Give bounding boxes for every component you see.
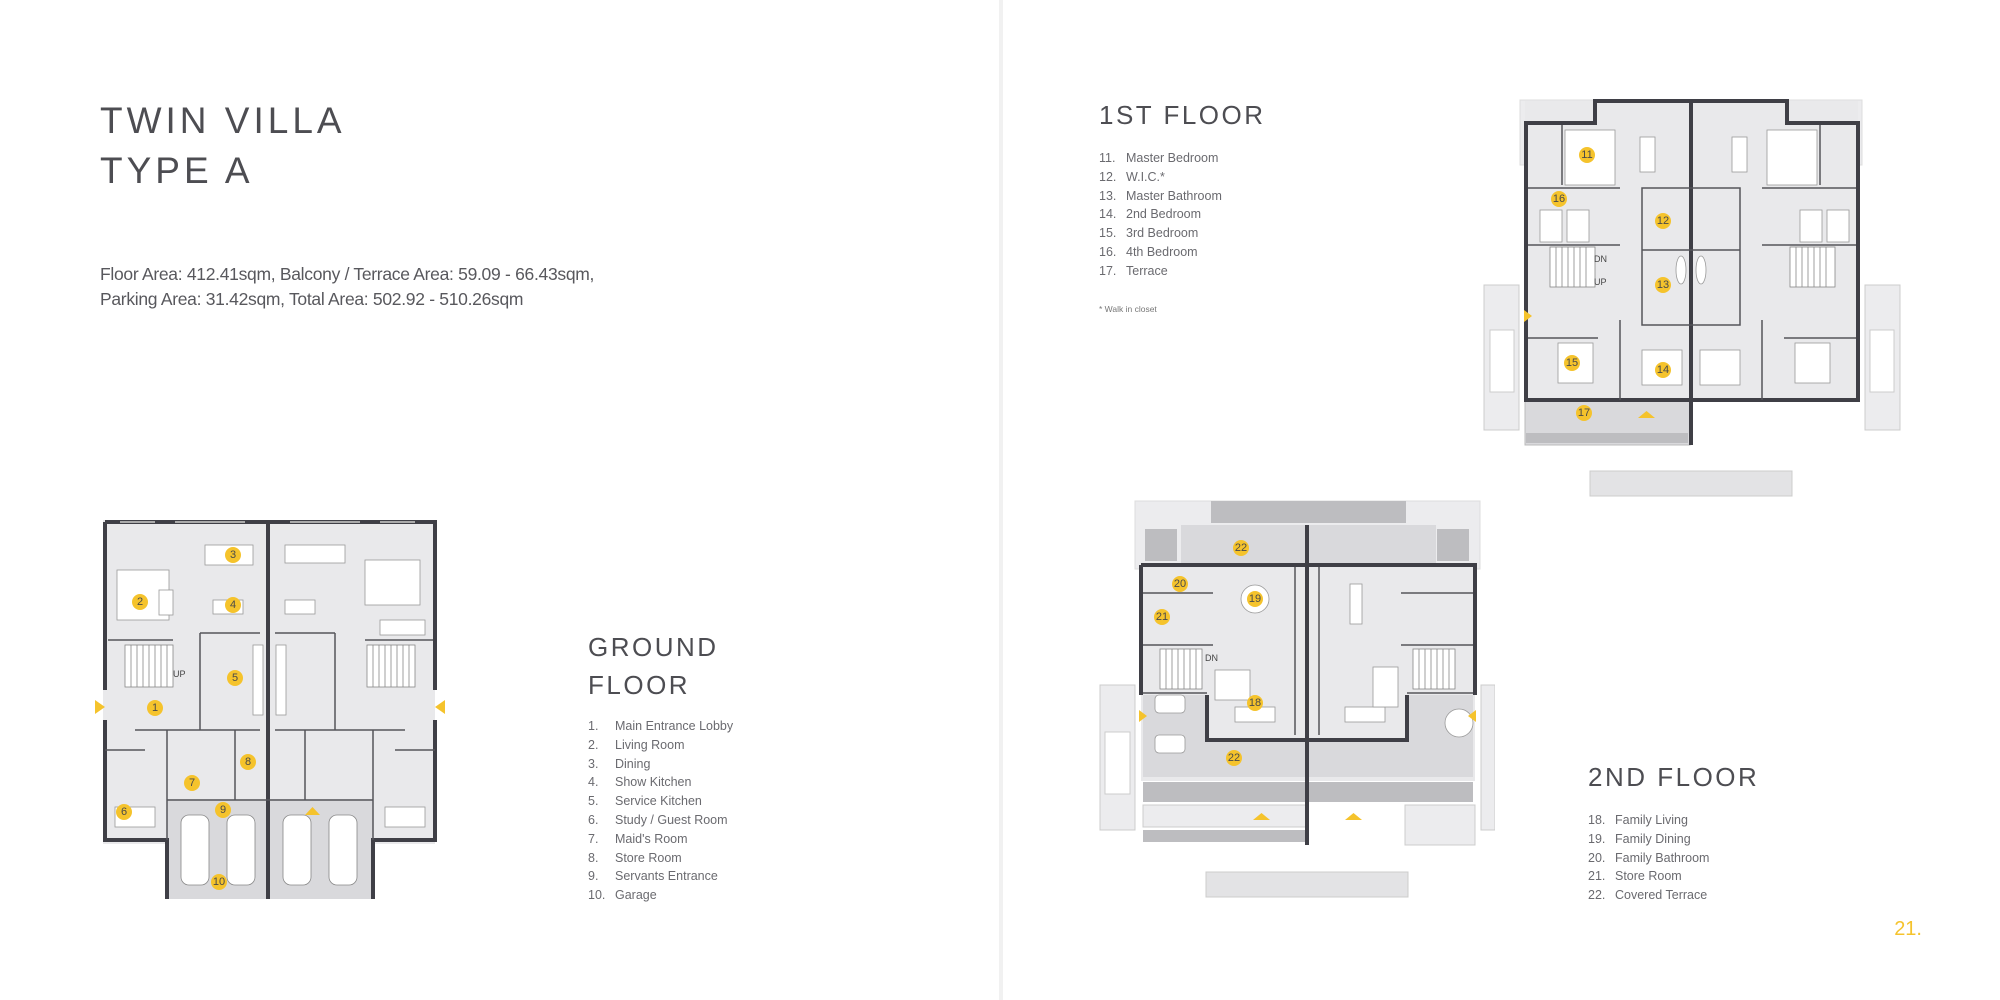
entrance-arrow-icon bbox=[1468, 710, 1476, 722]
svg-text:12: 12 bbox=[1657, 215, 1669, 227]
svg-text:20: 20 bbox=[1174, 578, 1186, 590]
legend-item: 11.Master Bedroom bbox=[1099, 151, 1219, 165]
area-summary: Floor Area: 412.41sqm, Balcony / Terrace… bbox=[100, 262, 594, 312]
legend-item: 17.Terrace bbox=[1099, 263, 1168, 278]
svg-text:7: 7 bbox=[189, 777, 195, 789]
stair-down-label: DN bbox=[1594, 254, 1607, 264]
legend-item: 19.Family Dining bbox=[1588, 831, 1691, 846]
legend-item: 15.3rd Bedroom bbox=[1099, 226, 1199, 241]
first-floor-legend: 11.Master Bedroom 12.W.I.C.* 13.Master B… bbox=[1099, 149, 1222, 281]
title-line-1: TWIN VILLA bbox=[100, 100, 346, 141]
area-line-2: Parking Area: 31.42sqm, Total Area: 502.… bbox=[100, 289, 524, 309]
terrace-arrow-icon bbox=[1638, 411, 1655, 418]
svg-text:15: 15 bbox=[1566, 357, 1578, 369]
room-badges: 22 20 19 21 18 22 bbox=[1154, 540, 1263, 766]
svg-text:1: 1 bbox=[152, 702, 158, 714]
svg-text:10: 10 bbox=[213, 876, 225, 888]
legend-item: 1.Main Entrance Lobby bbox=[588, 719, 734, 733]
left-page: TWIN VILLA TYPE A Floor Area: 412.41sqm,… bbox=[95, 96, 734, 905]
legend-item: 8.Store Room bbox=[588, 850, 682, 865]
second-floor-legend: 18.Family Living 19.Family Dining 20.Fam… bbox=[1588, 811, 1709, 905]
svg-text:18: 18 bbox=[1249, 697, 1261, 709]
legend-item: 18.Family Living bbox=[1588, 813, 1688, 827]
ground-floor-plan: UP bbox=[95, 515, 445, 905]
room-badges: 3 2 4 5 1 8 7 6 9 10 bbox=[116, 547, 256, 890]
svg-text:8: 8 bbox=[245, 756, 251, 768]
page-spine bbox=[999, 0, 1003, 1000]
legend-item: 14.2nd Bedroom bbox=[1099, 207, 1202, 222]
legend-item: 12.W.I.C.* bbox=[1099, 169, 1165, 184]
right-page: 1ST FLOOR 11.Master Bedroom 12.W.I.C.* 1… bbox=[1003, 0, 2000, 1000]
first-floor-plan: DN UP 11 16 bbox=[1480, 95, 1910, 505]
room-badges: 11 16 12 13 15 14 17 bbox=[1551, 147, 1671, 421]
second-floor-plan: DN 22 20 19 21 bbox=[1095, 495, 1495, 905]
legend-item: 5.Service Kitchen bbox=[588, 794, 702, 809]
legend-item: 9.Servants Entrance bbox=[588, 869, 718, 884]
stair-up-label: UP bbox=[1594, 277, 1607, 287]
svg-text:22: 22 bbox=[1228, 752, 1240, 764]
legend-item: 2.Living Room bbox=[588, 737, 685, 752]
svg-text:17: 17 bbox=[1578, 407, 1590, 419]
legend-item: 4.Show Kitchen bbox=[588, 775, 692, 790]
legend-item: 13.Master Bathroom bbox=[1099, 188, 1222, 203]
legend-item: 7.Maid's Room bbox=[588, 831, 688, 846]
page-title: TWIN VILLA TYPE A bbox=[100, 96, 346, 196]
svg-text:22: 22 bbox=[1235, 542, 1247, 554]
first-floor-footnote: * Walk in closet bbox=[1099, 304, 1157, 314]
ground-floor-drawing: UP bbox=[95, 520, 445, 899]
legend-item: 16.4th Bedroom bbox=[1099, 244, 1198, 259]
page-number: 21. bbox=[1894, 918, 1922, 940]
svg-text:13: 13 bbox=[1657, 279, 1669, 291]
first-floor-drawing: DN UP 11 16 bbox=[1483, 99, 1901, 497]
legend-item: 10.Garage bbox=[588, 888, 657, 903]
svg-text:21: 21 bbox=[1156, 611, 1168, 623]
area-line-1: Floor Area: 412.41sqm, Balcony / Terrace… bbox=[100, 264, 595, 284]
ground-floor-title: GROUND FLOOR bbox=[588, 632, 719, 700]
entrance-arrow-icon bbox=[435, 700, 445, 714]
svg-text:2: 2 bbox=[137, 596, 143, 608]
entrance-arrow-icon bbox=[1524, 310, 1532, 322]
svg-text:3: 3 bbox=[230, 549, 236, 561]
legend-item: 21.Store Room bbox=[1588, 869, 1682, 884]
legend-item: 22.Covered Terrace bbox=[1588, 888, 1708, 903]
ground-floor-legend: 1.Main Entrance Lobby 2.Living Room 3.Di… bbox=[588, 717, 733, 905]
terrace-arrow-icon bbox=[1345, 813, 1362, 820]
terrace-arrow-icon bbox=[1253, 813, 1270, 820]
garage-entrance-arrow-icon bbox=[305, 807, 320, 815]
stair-up-label: UP bbox=[173, 669, 186, 679]
svg-text:19: 19 bbox=[1249, 593, 1261, 605]
legend-item: 20.Family Bathroom bbox=[1588, 850, 1710, 865]
title-line-2: TYPE A bbox=[100, 150, 254, 191]
svg-text:16: 16 bbox=[1553, 193, 1565, 205]
svg-text:9: 9 bbox=[220, 804, 226, 816]
svg-text:11: 11 bbox=[1581, 149, 1592, 161]
legend-item: 6.Study / Guest Room bbox=[588, 812, 728, 827]
entrance-arrow-icon bbox=[95, 700, 105, 714]
entrance-arrow-icon bbox=[1139, 710, 1147, 722]
legend-item: 3.Dining bbox=[588, 756, 651, 771]
svg-text:14: 14 bbox=[1657, 364, 1669, 376]
svg-text:4: 4 bbox=[230, 599, 236, 611]
second-floor-title: 2ND FLOOR bbox=[1588, 762, 1760, 792]
svg-text:6: 6 bbox=[121, 806, 127, 818]
second-floor-drawing: DN 22 20 19 21 bbox=[1099, 500, 1495, 898]
svg-text:5: 5 bbox=[232, 672, 238, 684]
first-floor-title: 1ST FLOOR bbox=[1099, 100, 1266, 130]
stair-down-label: DN bbox=[1205, 653, 1218, 663]
